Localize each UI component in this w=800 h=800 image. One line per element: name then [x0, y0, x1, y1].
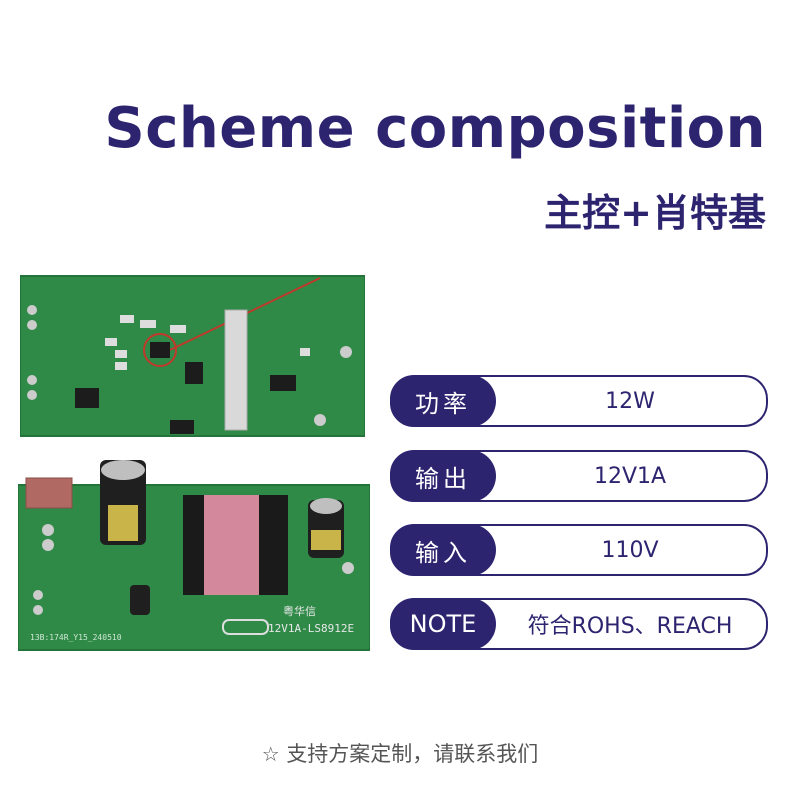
spec-value-input: 110V [601, 537, 659, 563]
page-title: Scheme composition [104, 96, 766, 161]
spec-value-output: 12V1A [593, 463, 667, 489]
spec-value-power: 12W [605, 388, 655, 414]
spec-label-output: 输出 [390, 450, 496, 502]
spec-label-input: 输入 [390, 524, 496, 576]
spec-row-input: 输入 110V [390, 524, 768, 576]
footer-text: 支持方案定制，请联系我们 [286, 742, 539, 766]
pcb-brand-text: 粤华信 [283, 604, 316, 618]
pcb-bottom-image: 粤华信 12V1A-LS8912E 13B:174R_Y15_240510 [18, 460, 370, 651]
spec-value-note: 符合ROHS、REACH [527, 614, 733, 639]
spec-label-power: 功率 [390, 375, 496, 427]
pcb-model-text: 12V1A-LS8912E [268, 622, 354, 635]
spec-row-power: 功率 12W [390, 375, 768, 427]
pcb-date-code: 13B:174R_Y15_240510 [30, 633, 122, 642]
footer-contact: ☆ 支持方案定制，请联系我们 [0, 738, 800, 768]
spec-label-note: NOTE [390, 598, 496, 650]
pcb-top-image [20, 275, 365, 437]
spec-row-note: NOTE 符合ROHS、REACH [390, 598, 768, 650]
page-subtitle: 主控+肖特基 [544, 191, 766, 235]
spec-row-output: 输出 12V1A [390, 450, 768, 502]
star-outline-icon: ☆ [261, 742, 280, 766]
